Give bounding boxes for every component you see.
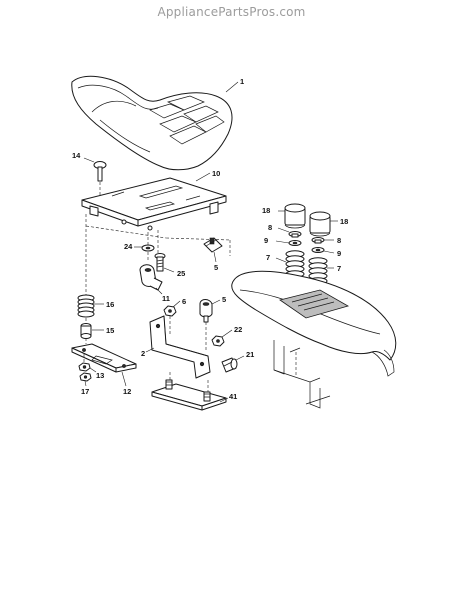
seat[interactable] (71, 75, 233, 171)
adjuster-knob-5-top[interactable] (203, 237, 223, 253)
callout-2: 2 (141, 349, 145, 358)
carriage-bolt[interactable] (93, 161, 107, 182)
callout-24: 24 (124, 242, 133, 251)
nut-17[interactable] (79, 372, 92, 382)
callout-16: 16 (106, 300, 114, 309)
callout-7-right: 7 (337, 264, 341, 273)
callout-13: 13 (96, 371, 104, 380)
callout-7-left: 7 (266, 253, 270, 262)
bumper-left[interactable] (284, 203, 306, 229)
nut-22[interactable] (211, 335, 225, 347)
nut-6[interactable] (163, 305, 177, 317)
bolt-25[interactable] (154, 253, 166, 272)
callout-18-left: 18 (262, 206, 270, 215)
bushing-15[interactable] (80, 323, 92, 339)
callout-11: 11 (162, 294, 170, 303)
plate-12[interactable] (71, 343, 137, 373)
adjuster-knob-5-mid[interactable] (199, 299, 213, 323)
callout-5-mid: 5 (222, 295, 226, 304)
bracket-2[interactable] (149, 315, 211, 379)
callout-8-right: 8 (337, 236, 341, 245)
callout-17: 17 (81, 387, 89, 396)
adjuster-knob-11[interactable] (139, 264, 163, 291)
seat-pan[interactable] (81, 177, 227, 231)
washer-left[interactable] (288, 231, 302, 238)
callout-18-right: 18 (340, 217, 348, 226)
callout-14: 14 (72, 151, 81, 160)
bolt-21[interactable] (221, 357, 238, 373)
callout-8-left: 8 (268, 223, 272, 232)
callout-12: 12 (123, 387, 131, 396)
callout-6: 6 (182, 297, 186, 306)
washer-right[interactable] (311, 237, 325, 244)
spring-16[interactable] (77, 294, 95, 318)
nut-13[interactable] (78, 362, 91, 372)
bumper-right[interactable] (309, 211, 331, 237)
callout-25: 25 (177, 269, 185, 278)
callout-9-left: 9 (264, 236, 268, 245)
callout-22: 22 (234, 325, 242, 334)
watermark: AppliancePartsPros.com (157, 5, 306, 19)
callout-15: 15 (106, 326, 114, 335)
washer-24[interactable] (141, 244, 155, 252)
callout-5-top: 5 (214, 263, 218, 272)
spring-ring-right[interactable] (311, 247, 325, 253)
spring-ring-left[interactable] (288, 240, 302, 246)
plate-41[interactable] (151, 379, 227, 411)
callout-21: 21 (246, 350, 254, 359)
callout-9-right: 9 (337, 249, 341, 258)
callout-10: 10 (212, 169, 220, 178)
callout-41: 41 (229, 392, 237, 401)
callout-1: 1 (240, 77, 244, 86)
fender-chassis (231, 270, 397, 409)
